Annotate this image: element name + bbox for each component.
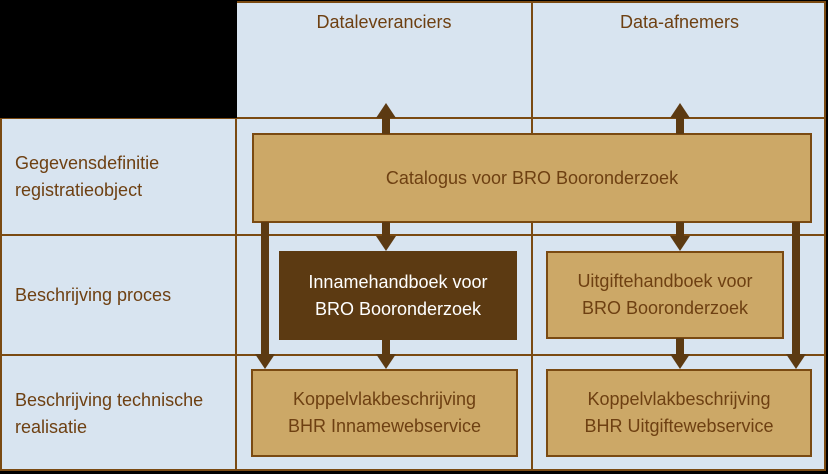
row-label-line: Gegevensdefinitie [15,152,160,173]
row-label-beschrijving-technische-realisatie: Beschrijving technische realisatie [0,356,221,471]
arrow-down-uitgiftehandboek-to-koppelvlak-stem [676,338,684,355]
grid-line-horizontal-1 [0,117,826,119]
arrow-down-icon [786,354,806,369]
row-label-line: registratieobject [15,179,143,200]
column-header-label: Data-afnemers [619,11,740,32]
box-label-line: Uitgiftehandboek voor [577,271,753,291]
row-label-line: Beschrijving technische [15,389,204,410]
box-label-line: Koppelvlakbeschrijving [292,389,477,409]
box-label-line: Innamehandboek voor [308,271,488,292]
arrow-down-icon [670,236,690,251]
box-innamehandboek: Innamehandboek voor BRO Booronderzoek [279,251,517,340]
column-header-dataleveranciers: Dataleveranciers [237,9,531,35]
box-label-line: BRO Booronderzoek [581,298,749,318]
column-header-label: Dataleveranciers [316,11,452,32]
row-label-beschrijving-proces: Beschrijving proces [0,236,221,354]
box-label-line: BRO Booronderzoek [314,298,482,319]
arrow-down-catalogus-to-koppelvlak-inname-stem [261,222,269,355]
row-label-gegevensdefinitie-registratieobject: Gegevensdefinitie registratieobject [0,119,221,234]
blank-corner-cell [0,0,237,118]
box-label-line: Catalogus voor BRO Booronderzoek [385,167,679,188]
arrow-up-catalogus-to-dataleveranciers-stem [382,116,390,134]
arrow-down-icon [376,236,396,251]
arrow-down-catalogus-to-koppelvlak-uitgifte-stem [792,222,800,355]
grid-line-vertical-2 [531,1,533,471]
grid-line-horizontal-3 [0,354,826,356]
box-catalogus: Catalogus voor BRO Booronderzoek [252,133,812,223]
arrow-down-catalogus-to-uitgiftehandboek-stem [676,222,684,237]
arrow-down-icon [670,354,690,369]
column-header-data-afnemers: Data-afnemers [533,9,826,35]
row-label-line: Beschrijving proces [15,284,172,305]
arrow-up-icon [376,103,396,118]
box-koppelvlak-uitgifte: Koppelvlakbeschrijving BHR Uitgiftewebse… [546,369,812,457]
arrow-down-catalogus-to-innamehandboek-stem [382,222,390,237]
box-koppelvlak-inname: Koppelvlakbeschrijving BHR Innamewebserv… [251,369,518,457]
arrow-up-icon [670,103,690,118]
box-label-line: BHR Uitgiftewebservice [584,416,774,436]
box-label-line: Koppelvlakbeschrijving [587,389,771,409]
grid-line-vertical-1 [235,1,237,471]
arrow-down-innamehandboek-to-koppelvlak-stem [382,339,390,355]
box-label-line: BHR Innamewebservice [287,416,482,436]
box-uitgiftehandboek: Uitgiftehandboek voor BRO Booronderzoek [546,251,784,339]
arrow-down-icon [255,354,275,369]
grid-line-horizontal-2 [0,234,826,236]
arrow-down-icon [376,354,396,369]
row-label-line: realisatie [15,416,88,437]
arrow-up-catalogus-to-data-afnemers-stem [676,116,684,134]
